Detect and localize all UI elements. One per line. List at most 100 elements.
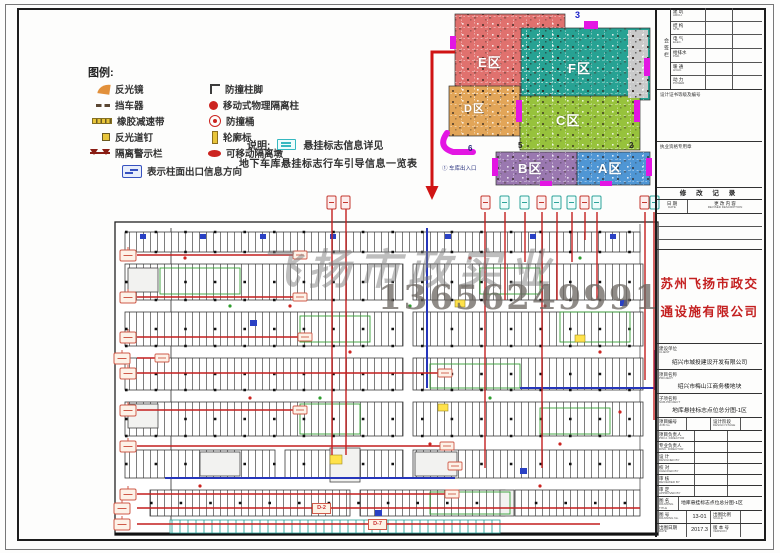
drawing-title-label-en: DRAWING TITLE [659, 502, 674, 510]
note-text-1: 悬挂标志信息详见 [303, 141, 384, 152]
zone-label-c: C区 [556, 113, 581, 128]
signoff-row-label: 暖 通 [673, 63, 684, 69]
signoff-row-sublabel: POWER [673, 81, 685, 86]
signoff-row-sublabel: HVAC. [673, 67, 682, 72]
sign-chip-d7: D-7 [368, 519, 387, 530]
drawing-title-value: 地库悬挂标志点位总分图-1区 [681, 501, 743, 506]
personnel-label-en: REVIEWED BY [659, 480, 680, 484]
client-label-en: CLIENT [659, 350, 670, 354]
revision-date-col-en: DATE [668, 205, 676, 209]
zone-label-e: E区 [478, 55, 502, 70]
client-label: 建设单位 [659, 346, 677, 351]
personnel-label: 项目负责人 [659, 432, 682, 437]
personnel-label: 专业负责人 [659, 443, 682, 448]
road-stud-icon [102, 133, 110, 141]
note-text-2: 地下车库悬挂标志行车引导信息一览表 [239, 159, 418, 170]
signoff-row-sublabel: ARCH. [673, 13, 683, 17]
connector-arrow [425, 186, 439, 200]
signoff-row-label: 建 筑 [673, 9, 684, 14]
contour-marker-icon [212, 130, 218, 144]
legend-item-label: 挡车器 [115, 101, 144, 112]
legend-item-label: 移动式物理隔离柱 [223, 101, 300, 112]
certificate-box: 设计证书等级及编号 [657, 90, 762, 142]
zone-label-a: A区 [598, 161, 623, 176]
suspended-sign-icon [277, 139, 297, 150]
isolation-block-icon [208, 149, 221, 157]
legend-item-label: 表示柱面出口信息方向 [147, 167, 243, 178]
drawing-no-label: 图 号 [659, 512, 670, 517]
ramp-number-3: 3 [575, 10, 581, 20]
legend-item-label: 防撞柱脚 [225, 85, 264, 96]
stamp-box: 执业资格专用章 [657, 142, 762, 188]
stage-label: 设计阶段 [713, 419, 731, 424]
signoff-row-sublabel: STR. [673, 26, 680, 31]
ramp-6-curve [440, 130, 476, 155]
outer-border [5, 4, 774, 550]
isolation-pillar-icon [209, 100, 218, 110]
job-no-value [687, 418, 711, 430]
legend-item-label: 橡胶减速带 [117, 117, 165, 128]
zone-label-b: B区 [518, 161, 543, 176]
project-label: 项目名称 [659, 372, 677, 377]
personnel-label-en: DESIGNED BY [659, 458, 680, 462]
personnel-label: 设 计 [659, 454, 670, 459]
company-name-line1: 苏州飞扬市政交 [660, 277, 759, 291]
note-block: 说明: 悬挂标志信息详见 地下车库悬挂标志行车引导信息一览表 [239, 137, 477, 170]
version-label-en: VERSION [713, 529, 727, 533]
note-label: 说明: [247, 141, 271, 152]
legend-title: 图例: [88, 67, 114, 79]
ramp-number-6: 6 [468, 144, 473, 153]
personnel-label: 校 对 [659, 465, 670, 470]
company-name-box: 苏州飞扬市政交 通设施有限公司 [657, 250, 762, 344]
legend-item-label: 可移动隔离墩 [226, 149, 284, 160]
company-name-line2: 通设施有限公司 [660, 305, 759, 319]
revision-desc-col-en: REVISED DESCRIPTION [707, 205, 743, 209]
scale-value [741, 511, 762, 523]
scale-label-en: SCALE [713, 516, 723, 520]
ramp-number-5: 5 [518, 141, 523, 150]
inset-zone-map [425, 13, 652, 200]
warning-rail-icon [90, 149, 110, 157]
job-no-label-en: JOB No. [659, 423, 671, 427]
stage-label-en: DESIGN STAGE [713, 423, 736, 427]
column-foot-guard-icon [210, 84, 220, 94]
revision-header: 修 改 记 录 [657, 188, 762, 200]
personnel-label-en: APPROVED BY [659, 491, 681, 495]
client-value: 绍兴市城投建设开发有限公司 [671, 360, 748, 366]
signoff-row-sublabel: ELEC. [673, 40, 682, 45]
subproject-value: 地库悬挂标志点位总分图-1区 [672, 408, 747, 414]
drawing-no-label-en: DRAWING No. [659, 516, 679, 520]
subproject-label: 子项名称 [659, 396, 677, 401]
scale-label: 出图比例 [713, 512, 731, 517]
signoff-row-label: 结 构 [673, 22, 684, 28]
version-value [741, 524, 762, 537]
stage-value [741, 418, 762, 430]
personnel-label-en: PROJ. DIRECTOR [659, 436, 685, 440]
personnel-label: 审 核 [659, 476, 670, 481]
project-value: 绍兴市梅山江商务楼地块 [677, 384, 742, 390]
speed-bump-icon [92, 118, 112, 124]
date-label: 出图日期 [659, 525, 677, 530]
job-no-label: 项目编号 [659, 419, 677, 424]
signoff-side-label: 会签栏 [657, 8, 671, 89]
personnel-label-en: CHECKED BY [659, 469, 679, 473]
project-label-en: PROJECT [659, 376, 674, 380]
revision-desc-col: 更 改 内 容 [714, 201, 736, 206]
leader-lines [137, 208, 655, 525]
legend-item-label: 反光镜 [115, 85, 144, 96]
legend-item-label: 反光道钉 [115, 133, 154, 144]
sign-chip-d2: D-2 [312, 503, 331, 514]
